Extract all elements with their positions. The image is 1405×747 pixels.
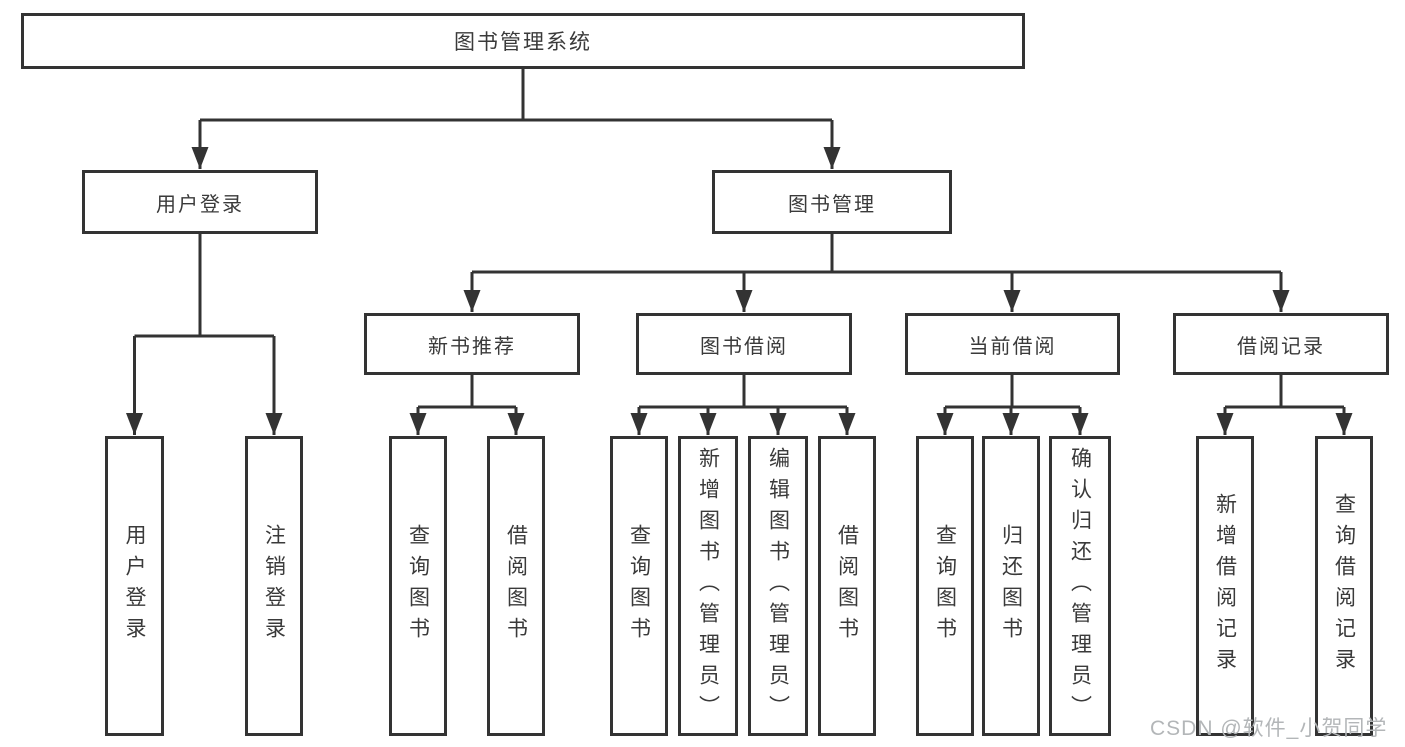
leaf-add-book-admin-label: 新增图书（管理员） (696, 446, 720, 726)
leaf-query-borrow-record-label: 查询借阅记录 (1332, 493, 1356, 679)
leaf-borrow-borrow-books-label: 借阅图书 (835, 524, 859, 648)
leaf-confirm-return-admin: 确认归还（管理员） (1049, 436, 1111, 736)
leaf-logout: 注销登录 (245, 436, 303, 736)
node-user-login-label: 用户登录 (156, 193, 244, 216)
node-new-book-recommend: 新书推荐 (364, 313, 580, 375)
leaf-add-borrow-record-label: 新增借阅记录 (1213, 493, 1237, 679)
node-user-login: 用户登录 (82, 170, 318, 234)
node-book-management: 图书管理 (712, 170, 952, 234)
node-new-book-recommend-label: 新书推荐 (428, 335, 516, 358)
leaf-logout-label: 注销登录 (262, 524, 286, 648)
leaf-current-query-books-label: 查询图书 (933, 524, 957, 648)
leaf-confirm-return-admin-label: 确认归还（管理员） (1068, 446, 1092, 726)
leaf-edit-book-admin-label: 编辑图书（管理员） (766, 446, 790, 726)
leaf-add-borrow-record: 新增借阅记录 (1196, 436, 1254, 736)
leaf-recommend-query-books: 查询图书 (389, 436, 447, 736)
leaf-recommend-borrow-books-label: 借阅图书 (504, 524, 528, 648)
leaf-borrow-query-books: 查询图书 (610, 436, 668, 736)
node-book-borrow: 图书借阅 (636, 313, 852, 375)
leaf-return-books: 归还图书 (982, 436, 1040, 736)
node-borrow-records-label: 借阅记录 (1237, 335, 1325, 358)
leaf-user-login: 用户登录 (105, 436, 164, 736)
node-current-borrow: 当前借阅 (905, 313, 1120, 375)
watermark: CSDN @软件_小贺同学 (1150, 717, 1388, 740)
leaf-current-query-books: 查询图书 (916, 436, 974, 736)
leaf-borrow-borrow-books: 借阅图书 (818, 436, 876, 736)
leaf-recommend-query-books-label: 查询图书 (406, 524, 430, 648)
leaf-return-books-label: 归还图书 (999, 524, 1023, 648)
leaf-query-borrow-record: 查询借阅记录 (1315, 436, 1373, 736)
node-library-system-label: 图书管理系统 (454, 31, 592, 54)
node-book-borrow-label: 图书借阅 (700, 335, 788, 358)
leaf-edit-book-admin: 编辑图书（管理员） (748, 436, 808, 736)
node-current-borrow-label: 当前借阅 (968, 335, 1057, 358)
node-borrow-records: 借阅记录 (1173, 313, 1389, 375)
node-book-management-label: 图书管理 (788, 193, 876, 216)
leaf-borrow-query-books-label: 查询图书 (627, 524, 651, 648)
leaf-user-login-label: 用户登录 (123, 524, 146, 648)
node-library-system: 图书管理系统 (21, 13, 1025, 69)
leaf-recommend-borrow-books: 借阅图书 (487, 436, 545, 736)
leaf-add-book-admin: 新增图书（管理员） (678, 436, 738, 736)
